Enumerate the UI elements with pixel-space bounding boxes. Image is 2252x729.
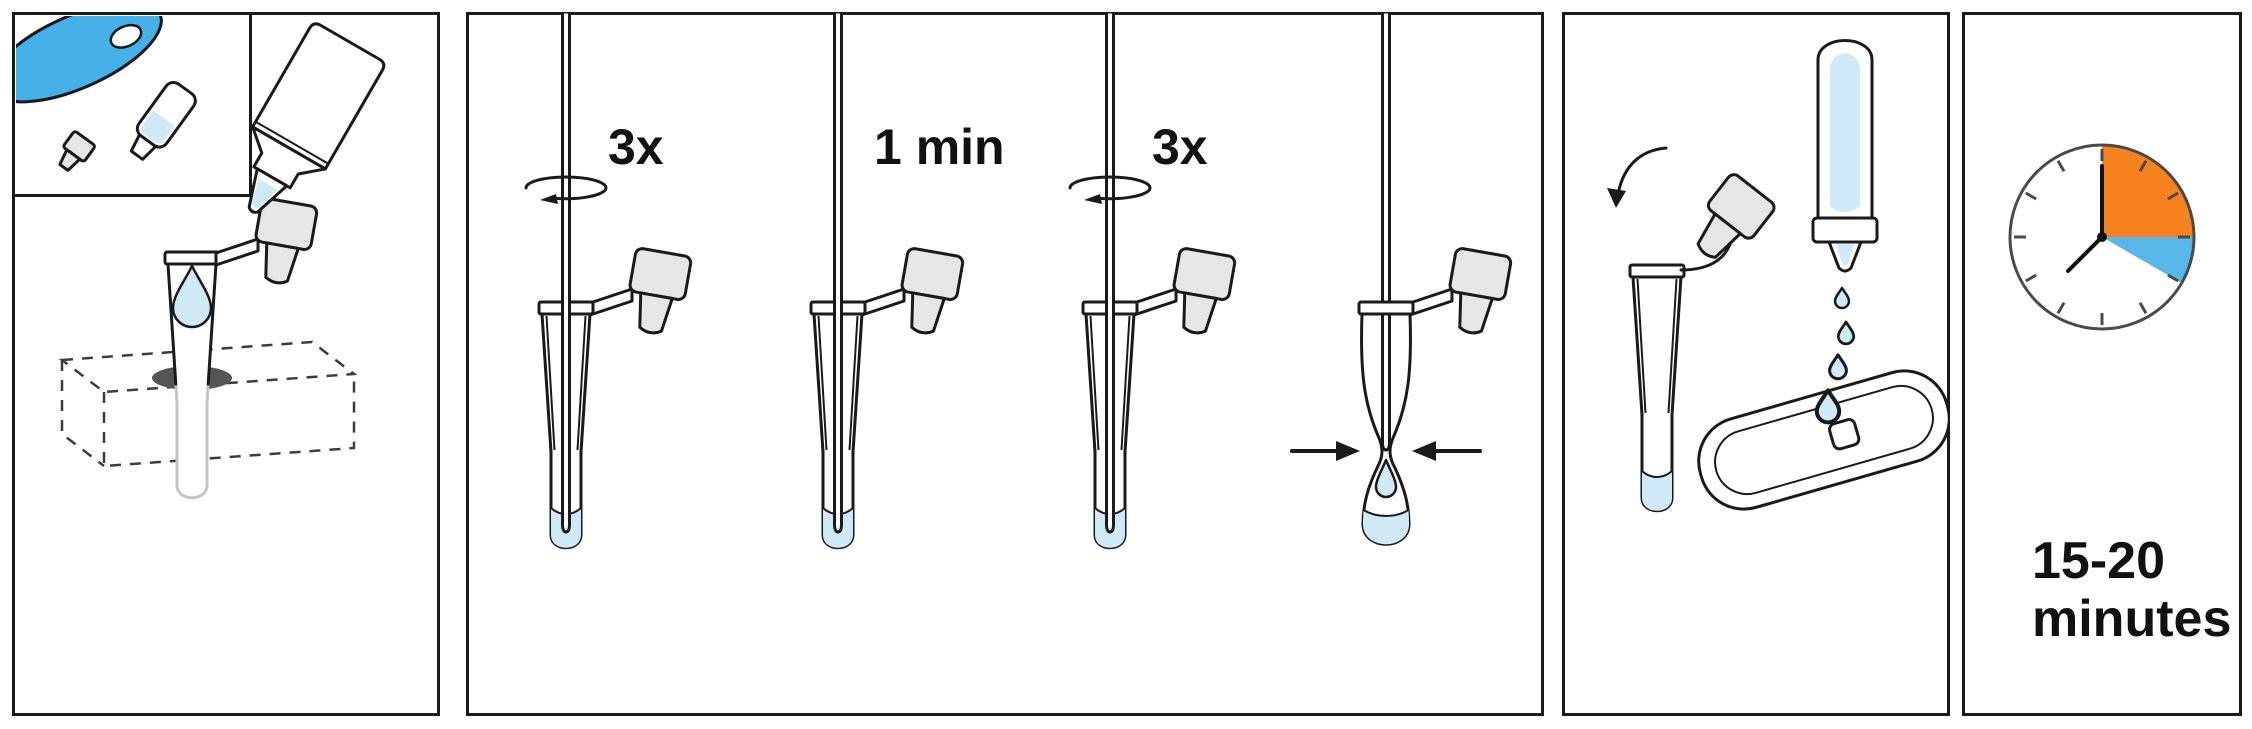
step1-count-label: 3x	[608, 119, 664, 175]
falling-drop	[171, 264, 213, 329]
panel-wait-svg: 15-20 minutes	[1962, 12, 2242, 716]
clock-hub	[2097, 232, 2107, 242]
panel-buffer-svg	[12, 12, 440, 716]
bottle-collar-line	[255, 120, 329, 165]
nozzle-liquid	[1836, 244, 1854, 266]
ampoule-cap	[58, 130, 96, 172]
step-squeeze	[1290, 12, 1514, 546]
tube-walls	[166, 262, 218, 386]
wait-label-line1: 15-20	[2032, 532, 2165, 590]
thumb-nail	[109, 23, 143, 49]
closing-arrow	[1607, 146, 1668, 208]
panel-border	[1962, 12, 2242, 716]
wait-label-line2: minutes	[2032, 590, 2231, 648]
step2-time-label: 1 min	[874, 119, 1005, 175]
panel-border	[1562, 12, 1950, 716]
squeezed-drop	[1374, 458, 1398, 499]
clock-ticks	[2014, 149, 2190, 325]
sample-well	[1828, 418, 1861, 451]
tip-liquid	[252, 178, 278, 209]
inverted-dropper	[1811, 39, 1879, 273]
panel-dispense	[1562, 12, 1950, 716]
tube-stand	[58, 340, 358, 468]
step3-count-label: 3x	[1152, 119, 1208, 175]
cap-tether	[1679, 242, 1732, 272]
dropper-cap	[1696, 173, 1776, 259]
cassette-outer	[1697, 369, 1950, 511]
right-arrow-head	[1412, 441, 1436, 461]
tube-liquid	[1363, 510, 1409, 545]
buffer-bottle	[247, 22, 386, 214]
tube-rim	[1357, 300, 1415, 316]
clock-face-ring	[2008, 143, 2196, 331]
dropper-liquid	[1830, 53, 1860, 212]
tube-lower-ghost	[174, 378, 210, 500]
squeeze-arrows	[1290, 441, 1482, 461]
bottle-shoulder	[251, 125, 327, 190]
panel-swab-processing: 3x 1 min 3x	[466, 12, 1544, 716]
panel-dispense-svg	[1562, 12, 1950, 716]
left-arrow-head	[1336, 441, 1360, 461]
clock-orange-sector	[2102, 145, 2194, 237]
panel-wait-time: 15-20 minutes	[1962, 12, 2242, 716]
panel-buffer-to-tube	[12, 12, 440, 716]
inset-open-ampoule	[12, 12, 252, 197]
bottle-body	[251, 22, 386, 171]
swab	[1381, 12, 1391, 452]
tube-rim	[163, 250, 221, 266]
glove-thumb-icon	[16, 16, 163, 104]
timer-clock-icon	[2008, 143, 2196, 331]
cap-ring	[1811, 216, 1879, 244]
clock-hands	[2066, 164, 2104, 273]
panel-swab-svg: 3x 1 min 3x	[466, 12, 1544, 716]
extraction-tube	[163, 196, 320, 500]
clock-blue-sector	[2102, 237, 2194, 283]
ampoule	[129, 80, 197, 161]
